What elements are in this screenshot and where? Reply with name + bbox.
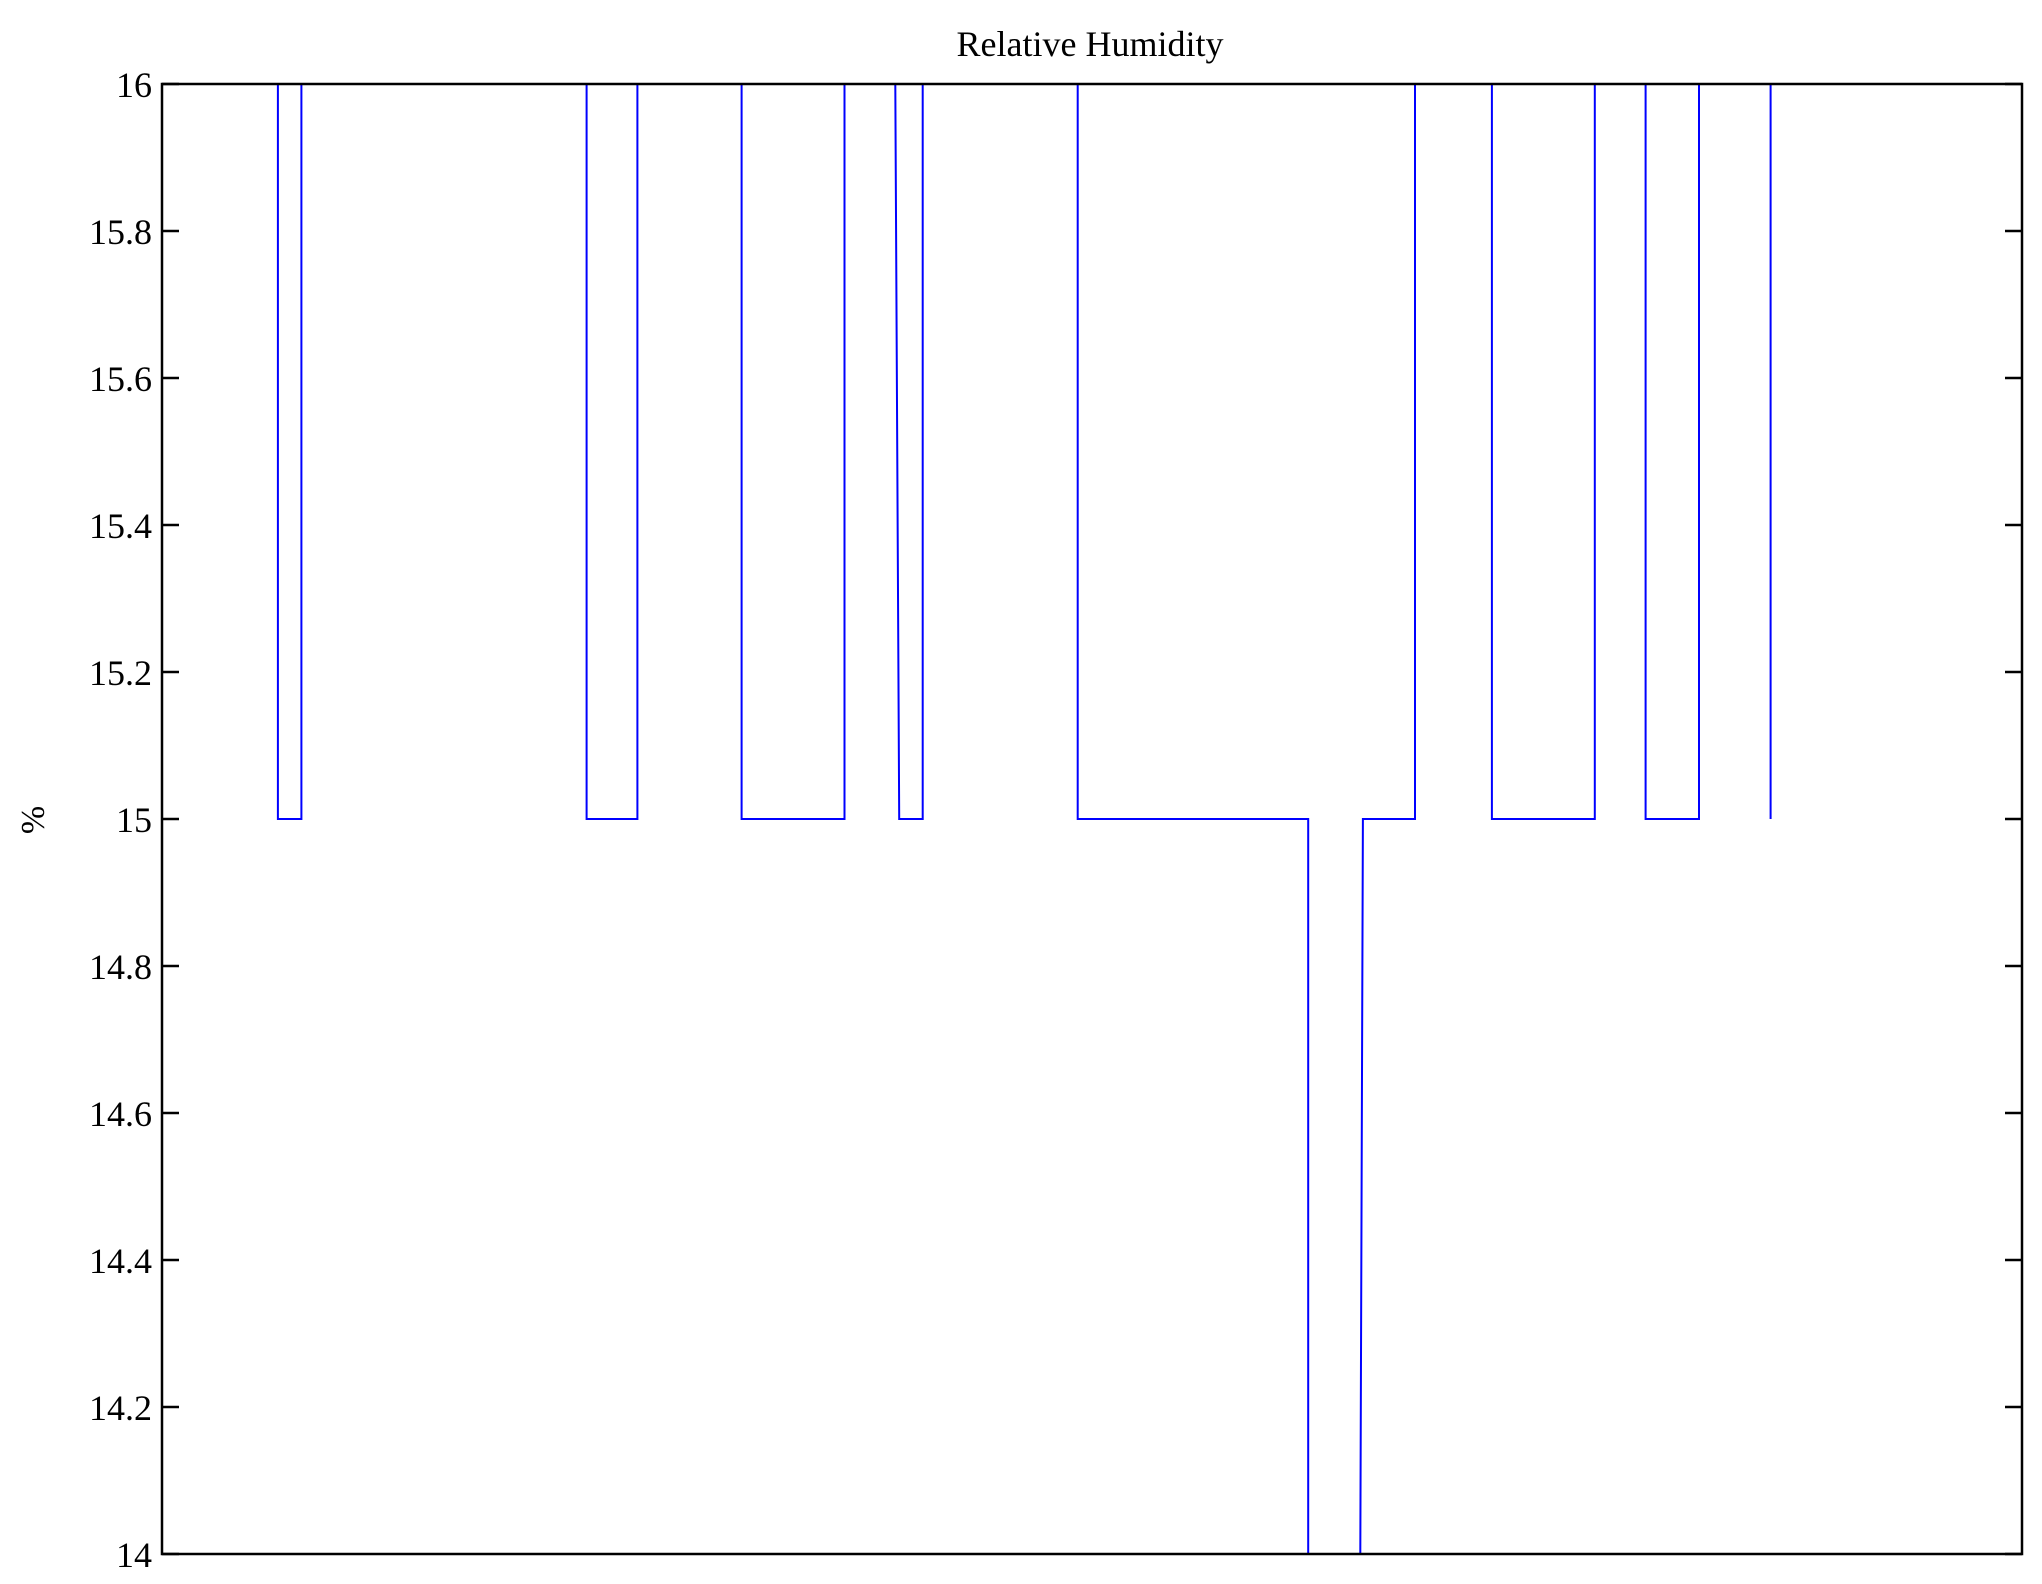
y-tick-label: 16 bbox=[116, 65, 152, 105]
y-tick-label: 15.2 bbox=[89, 653, 152, 693]
y-tick-label: 15.6 bbox=[89, 359, 152, 399]
y-tick-label: 14.4 bbox=[89, 1241, 152, 1281]
y-tick-label: 15.8 bbox=[89, 212, 152, 252]
y-tick-label: 14 bbox=[116, 1535, 152, 1575]
y-tick-label: 14.6 bbox=[89, 1094, 152, 1134]
y-tick-label: 15 bbox=[116, 800, 152, 840]
y-ticks: 14 14.2 14.4 14.6 14.8 15 15.2 15.4 15.6 15.8 16 bbox=[89, 65, 2022, 1575]
y-tick-label: 14.2 bbox=[89, 1388, 152, 1428]
y-tick-label: 15.4 bbox=[89, 506, 152, 546]
series-group bbox=[227, 83, 1772, 1555]
plot-frame bbox=[160, 82, 2024, 1556]
series-line bbox=[227, 83, 1772, 1555]
y-tick-label: 14.8 bbox=[89, 947, 152, 987]
y-axis-label: % bbox=[15, 806, 52, 834]
chart-title: Relative Humidity bbox=[957, 24, 1224, 64]
